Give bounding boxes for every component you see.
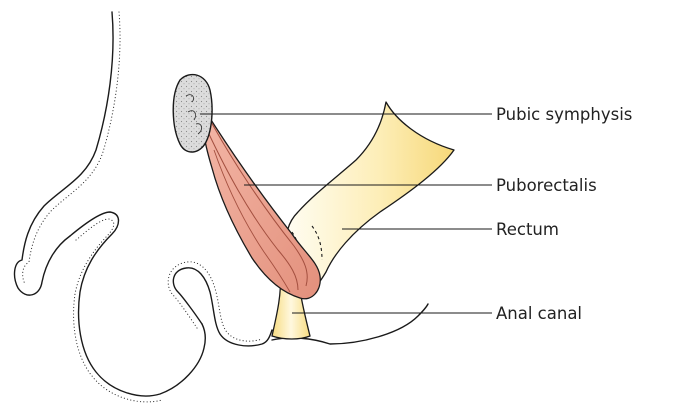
perineum-skin-dots	[168, 262, 262, 341]
pubic-symphysis	[173, 75, 212, 153]
genitalia-outline	[70, 212, 205, 396]
trunk-outline	[15, 12, 114, 295]
rectum	[272, 102, 454, 339]
pubic-symphysis-bone	[173, 75, 212, 153]
label-puborectalis: Puborectalis	[496, 176, 597, 195]
perineum-outline	[173, 268, 272, 346]
label-rectum: Rectum	[496, 220, 559, 239]
label-anal-canal: Anal canal	[496, 304, 582, 323]
label-pubic-symphysis: Pubic symphysis	[496, 105, 632, 124]
trunk-skin-dots	[23, 12, 120, 284]
puborectalis	[204, 112, 321, 299]
genitalia-skin-dots	[74, 219, 162, 402]
